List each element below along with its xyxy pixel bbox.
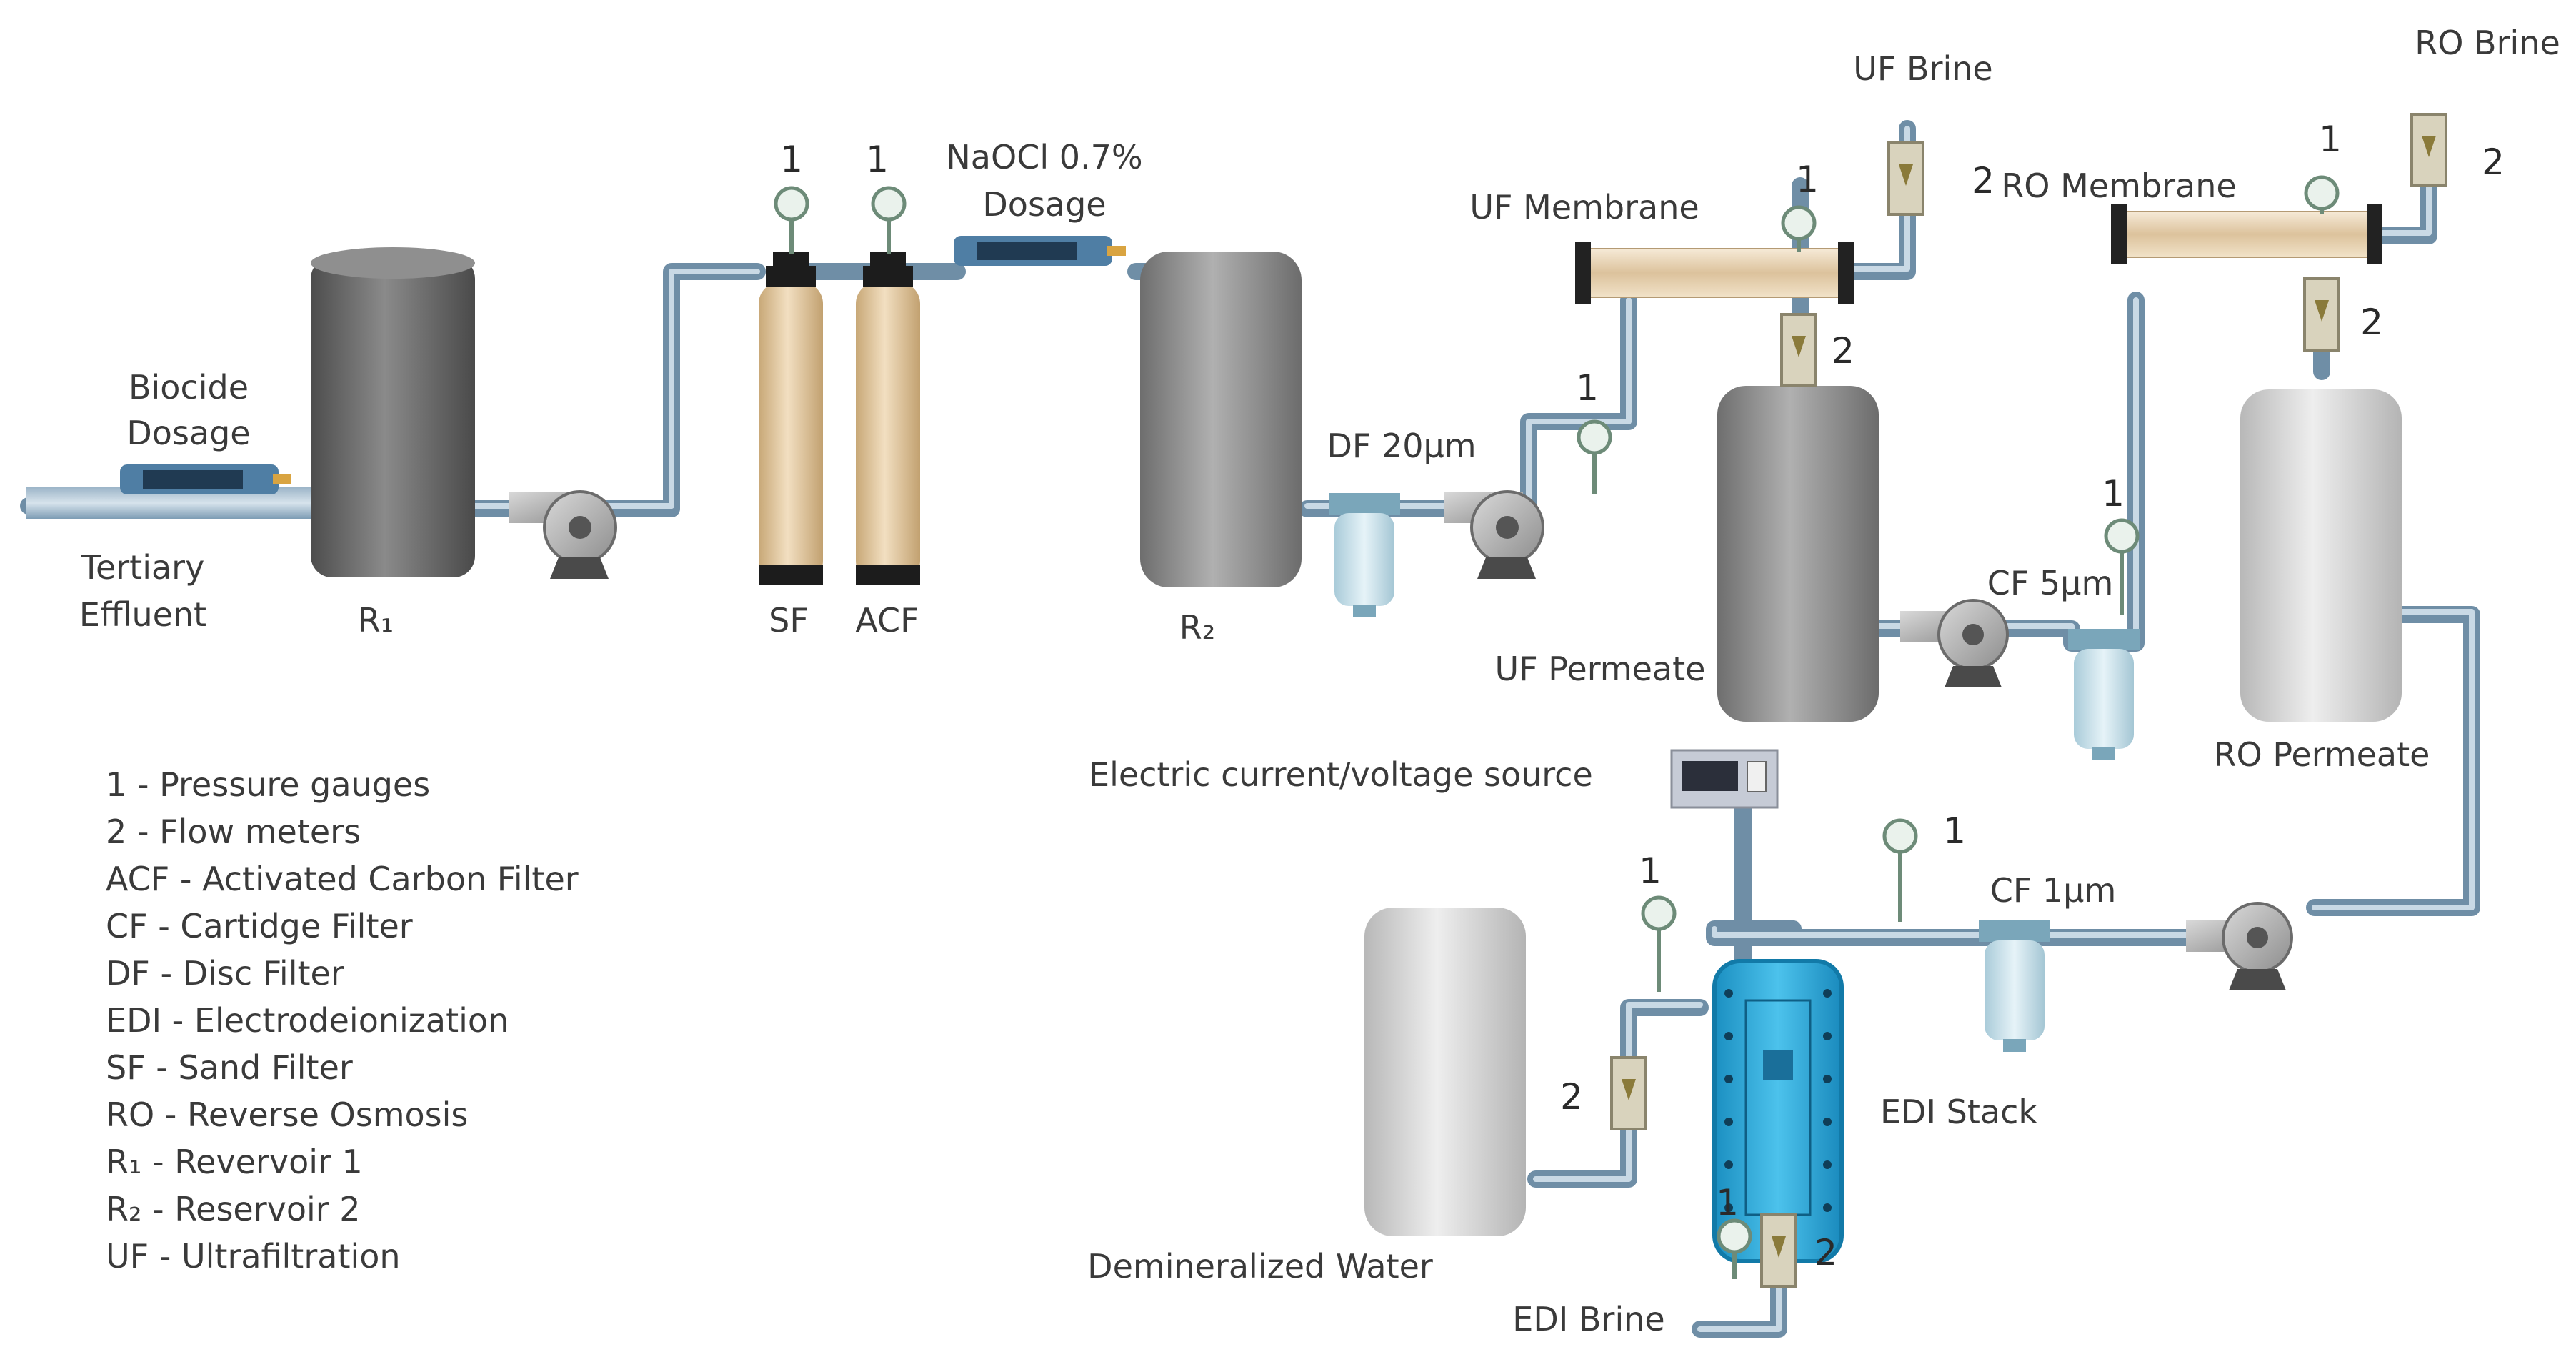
ro-membrane-label: RO Membrane: [2001, 166, 2236, 205]
cartridge-filter-1um: [1979, 920, 2050, 1052]
gauge-icon: [1882, 818, 1918, 922]
uf-permeate-tank: [1717, 386, 1879, 722]
uf-membrane-module: [1575, 242, 1854, 304]
demineralized-water-tank: [1364, 908, 1526, 1236]
flow-meter-icon: [2410, 113, 2447, 187]
flow-number: 2: [2482, 141, 2505, 183]
uf-brine-label: UF Brine: [1853, 49, 1992, 88]
naocl-label: NaOCl 0.7%: [946, 138, 1142, 177]
legend-item: 2 - Flow meters: [106, 812, 361, 851]
reservoir-2-label: R₂: [1179, 608, 1215, 647]
gauge-icon: [1717, 1218, 1752, 1279]
tertiary-effluent-label: Effluent: [79, 595, 206, 634]
cartridge-1um-label: CF 1µm: [1990, 871, 2117, 910]
gauge-number: 1: [1943, 810, 1966, 852]
uf-permeate-label: UF Permeate: [1495, 650, 1706, 688]
legend-item: UF - Ultrafiltration: [106, 1237, 401, 1276]
gauge-number: 1: [2102, 473, 2125, 515]
gauge-number: 1: [780, 139, 803, 180]
gauge-icon: [1577, 419, 1612, 494]
legend-item: R₂ - Reservoir 2: [106, 1190, 361, 1228]
reservoir-2-tank: [1140, 252, 1302, 587]
demineralized-water-label: Demineralized Water: [1087, 1247, 1433, 1286]
activated-carbon-filter-vessel: [856, 252, 920, 585]
equipment-labels: Biocide Dosage Tertiary Effluent R₁ SF A…: [79, 24, 2560, 1338]
power-source-label: Electric current/voltage source: [1089, 755, 1593, 794]
flow-number: 2: [1814, 1232, 1837, 1273]
gauge-number: 1: [2319, 119, 2342, 160]
legend-item: EDI - Electrodeionization: [106, 1001, 509, 1040]
pump-4: [2186, 902, 2293, 990]
gauge-icon: [2304, 175, 2340, 214]
legend-item: RO - Reverse Osmosis: [106, 1095, 468, 1134]
pump-3: [1900, 599, 2009, 687]
pump-2: [1444, 490, 1544, 579]
sand-filter-vessel: [759, 252, 823, 585]
marker-numbers: 1 1 1 1 1 1 1 1 1 2 2 2 2 2 2: [780, 119, 2505, 1273]
cartridge-5um-label: CF 5µm: [1987, 564, 2114, 602]
pressure-gauge-icons: [774, 175, 2340, 1279]
flow-meter-icon: [1780, 313, 1817, 387]
gauge-icon: [2104, 518, 2140, 615]
reservoir-1-label: R₁: [358, 601, 394, 640]
naocl-dosing-pump: [954, 236, 1126, 266]
flow-meter-icon: [1610, 1056, 1647, 1130]
gauge-number: 1: [1576, 367, 1599, 409]
legend-item: 1 - Pressure gauges: [106, 765, 430, 804]
flow-meter-icons: [1610, 113, 2447, 1288]
gauge-icon: [871, 186, 907, 254]
legend: 1 - Pressure gauges 2 - Flow meters ACF …: [106, 765, 579, 1276]
sand-filter-label: SF: [769, 601, 809, 640]
uf-membrane-label: UF Membrane: [1469, 188, 1699, 227]
gauge-icon: [774, 186, 809, 254]
gauge-number: 1: [1639, 850, 1662, 892]
disc-filter-label: DF 20µm: [1327, 427, 1476, 465]
legend-item: R₁ - Revervoir 1: [106, 1143, 363, 1181]
flow-number: 2: [1972, 160, 1995, 202]
biocide-label: Biocide: [129, 368, 249, 407]
pump-1: [509, 490, 617, 579]
cartridge-filter-5um: [2068, 629, 2140, 760]
ro-membrane-module: [2111, 204, 2382, 264]
legend-item: SF - Sand Filter: [106, 1048, 353, 1087]
gauge-number: 1: [1796, 159, 1819, 200]
gauge-number: 1: [866, 139, 889, 180]
reservoir-1-tank: [311, 247, 475, 577]
tertiary-effluent-label: Tertiary: [81, 548, 205, 587]
ro-permeate-tank: [2240, 389, 2402, 722]
acf-label: ACF: [855, 601, 919, 640]
gauge-icon: [1781, 205, 1817, 252]
flow-number: 2: [1832, 330, 1854, 372]
gauge-icon: [1641, 895, 1677, 992]
naocl-label: Dosage: [982, 185, 1106, 224]
edi-brine-label: EDI Brine: [1512, 1300, 1664, 1338]
ro-permeate-label: RO Permeate: [2214, 735, 2430, 774]
legend-item: ACF - Activated Carbon Filter: [106, 860, 579, 898]
flow-number: 2: [1560, 1076, 1583, 1118]
legend-item: CF - Cartidge Filter: [106, 907, 413, 945]
ro-brine-label: RO Brine: [2415, 24, 2560, 62]
biocide-label: Dosage: [126, 414, 250, 452]
power-source-unit: [1670, 749, 1779, 809]
biocide-dosing-pump: [120, 464, 291, 494]
disc-filter-cartridge: [1329, 493, 1400, 617]
legend-item: DF - Disc Filter: [106, 954, 344, 993]
flow-meter-icon: [1887, 141, 1924, 216]
flow-number: 2: [2360, 302, 2383, 343]
flow-meter-icon: [2303, 277, 2340, 352]
flow-meter-icon: [1760, 1213, 1797, 1288]
edi-stack-label: EDI Stack: [1880, 1093, 2037, 1131]
gauge-number: 1: [1716, 1182, 1739, 1223]
